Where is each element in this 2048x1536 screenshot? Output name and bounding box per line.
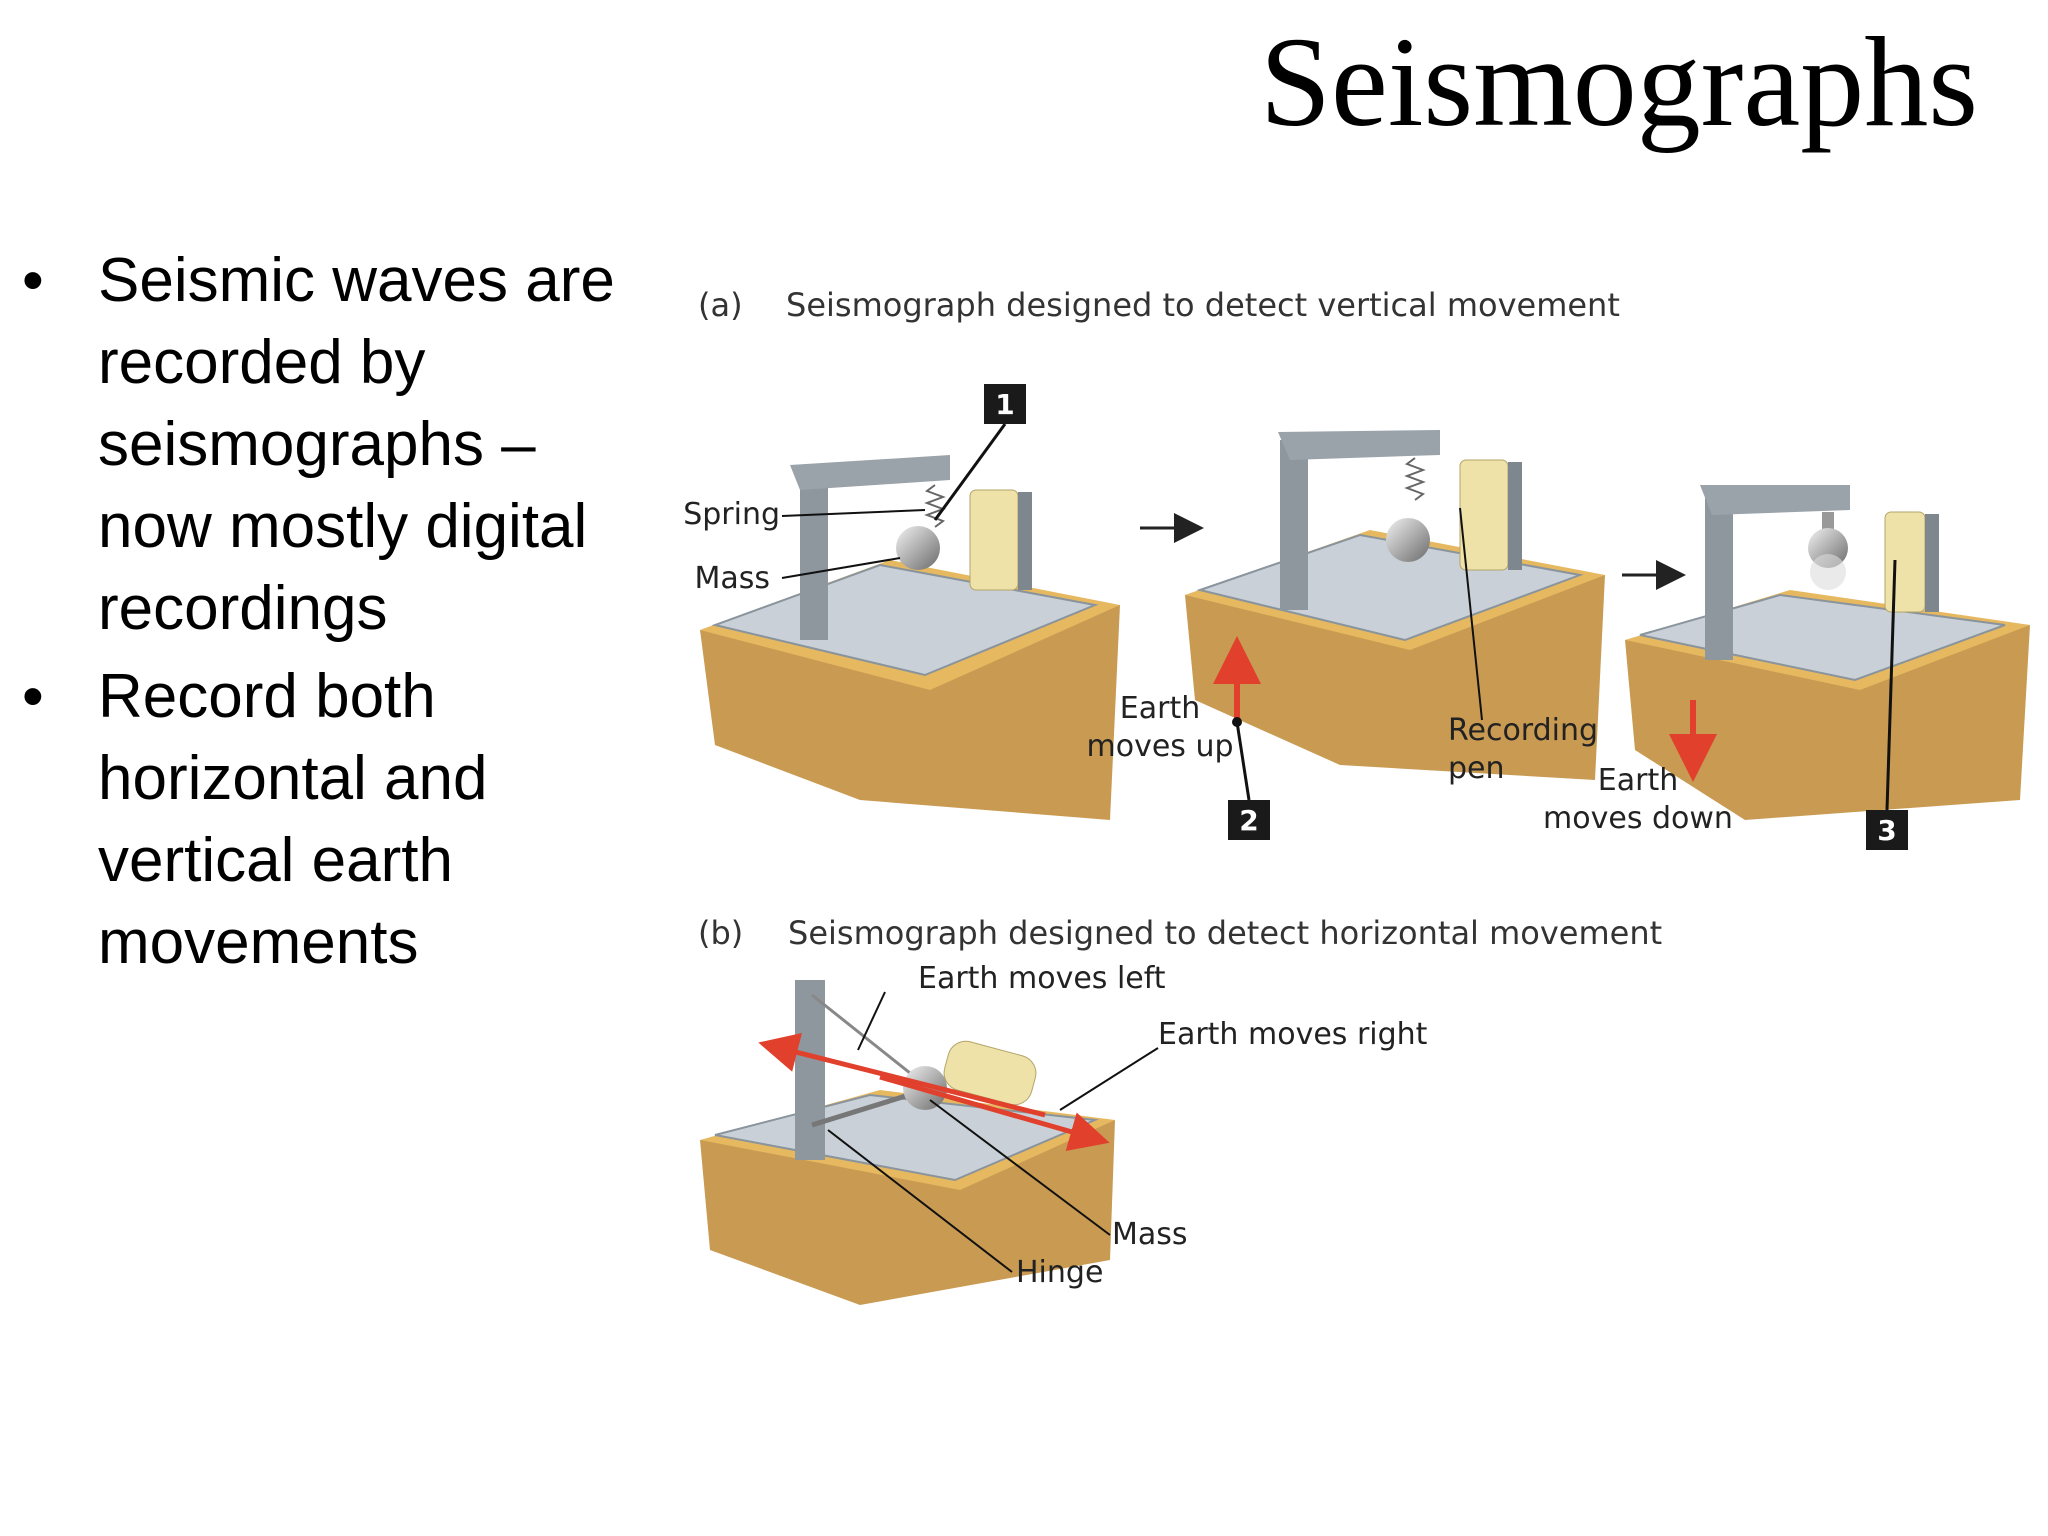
frame-arm	[1700, 485, 1850, 515]
leader-line	[827, 1129, 1013, 1273]
slide-title: Seismographs	[1259, 11, 1978, 153]
frame-post	[1705, 490, 1733, 660]
spring	[924, 484, 946, 528]
label-spring: Spring	[683, 497, 780, 532]
label-earth-down: Earth	[1598, 763, 1678, 798]
svg-text:2: 2	[1239, 804, 1258, 837]
seismograph-stage-1	[700, 455, 1120, 820]
step-badge-1: 1	[984, 384, 1026, 424]
bullet-dot: •	[22, 246, 44, 315]
label-hinge: Hinge	[1016, 1255, 1103, 1290]
mass-ghost	[1810, 554, 1846, 590]
leader-line	[1885, 559, 1897, 811]
drum-stand	[1018, 492, 1032, 590]
bullet-text: Seismic waves are recorded by seismograp…	[98, 246, 615, 643]
earth-block	[1185, 575, 1605, 780]
leader-line	[933, 423, 1007, 521]
leader-line	[1059, 1047, 1159, 1111]
leader-line	[781, 509, 926, 517]
label-earth-up: moves up	[1086, 729, 1233, 764]
earth-block	[700, 605, 1120, 820]
step-badge-3: 3	[1866, 810, 1908, 850]
mass-ball	[896, 526, 940, 570]
seismograph-stage-3	[1625, 485, 2030, 820]
bullet-text: Record both horizontal and vertical eart…	[98, 662, 488, 977]
label-earth-up: Earth	[1120, 691, 1200, 726]
leader-dot	[1232, 717, 1242, 727]
step-badge-2: 2	[1228, 800, 1270, 840]
label-earth-left: Earth moves left	[918, 961, 1166, 996]
label-recording-pen: Recording	[1448, 713, 1598, 748]
svg-text:1: 1	[995, 388, 1014, 421]
bullet-item: • Seismic waves are recorded by seismogr…	[22, 240, 662, 650]
earth-right-arrow	[879, 1074, 1110, 1151]
recording-drum	[1459, 459, 1509, 571]
drum-stand	[1508, 462, 1522, 570]
panel-b-caption: Seismograph designed to detect horizonta…	[788, 914, 1662, 952]
frame-post	[800, 470, 828, 640]
bullet-item: • Record both horizontal and vertical ea…	[22, 656, 662, 984]
recording-drum	[969, 489, 1019, 591]
panel-a-letter: (a)	[698, 286, 743, 324]
frame-arm	[790, 455, 950, 490]
support-wire	[811, 993, 926, 1087]
panel-b-letter: (b)	[698, 914, 743, 952]
leader-line	[1235, 721, 1251, 801]
leader-line	[929, 1099, 1111, 1236]
panel-a-caption: Seismograph designed to detect vertical …	[786, 286, 1620, 324]
label-earth-down: moves down	[1543, 801, 1733, 836]
horizontal-seismograph	[700, 980, 1115, 1305]
seismograph-stage-2	[1185, 430, 1605, 780]
recording-drum	[1884, 511, 1926, 613]
frame-post	[795, 980, 825, 1160]
frame-arm	[1278, 430, 1440, 460]
leader-line	[857, 991, 886, 1051]
drum-stand	[1925, 514, 1939, 612]
leader-line	[1459, 507, 1483, 721]
frame-post	[1280, 440, 1308, 610]
leader-line	[781, 557, 901, 579]
label-recording-pen: pen	[1448, 751, 1505, 786]
earth-left-arrow	[758, 1032, 1046, 1118]
label-mass: Mass	[1112, 1217, 1188, 1252]
spring	[1822, 512, 1834, 532]
panel-b: (b) Seismograph designed to detect horiz…	[698, 914, 1662, 1305]
spring	[1404, 457, 1426, 501]
svg-text:3: 3	[1877, 814, 1896, 847]
bullet-list: • Seismic waves are recorded by seismogr…	[22, 240, 662, 990]
label-earth-right: Earth moves right	[1158, 1017, 1428, 1052]
mass-ball	[1386, 518, 1430, 562]
earth-block	[1625, 625, 2030, 820]
label-mass: Mass	[694, 561, 770, 596]
panel-a: (a) Seismograph designed to detect verti…	[683, 286, 2030, 850]
bullet-dot: •	[22, 662, 44, 731]
